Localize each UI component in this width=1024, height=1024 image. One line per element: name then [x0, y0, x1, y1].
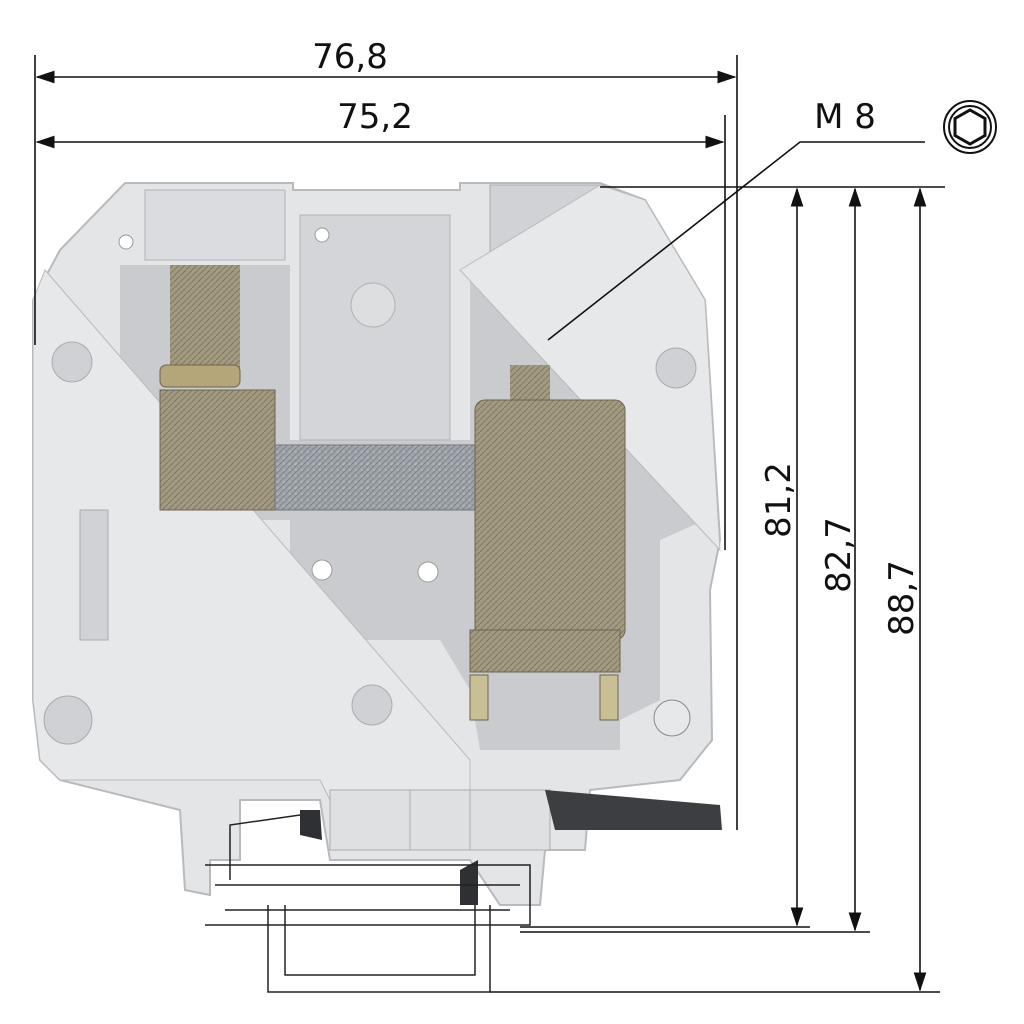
- hex-socket-icon: [943, 100, 997, 154]
- dim-height-a: 81,2: [759, 462, 799, 538]
- dim-overall-width: 76,8: [312, 37, 388, 77]
- dim-height-b: 82,7: [819, 517, 859, 593]
- dim-inner-width: 75,2: [337, 97, 413, 137]
- din-rail: [205, 814, 531, 993]
- dim-height-c: 88,7: [882, 560, 922, 636]
- screw-callout: M 8: [814, 97, 876, 137]
- dimension-lines: [34, 55, 945, 993]
- clamp-parts: [159, 265, 626, 721]
